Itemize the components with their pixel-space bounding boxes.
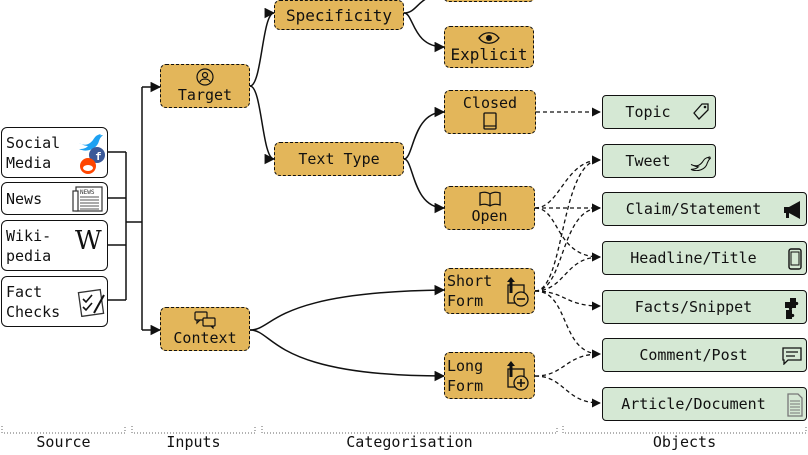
category-open-label: Open <box>471 207 508 225</box>
category-short-form[interactable]: Short Form <box>444 268 535 314</box>
closed-book-icon <box>483 112 497 130</box>
category-explicit-label: Explicit <box>450 44 528 64</box>
object-tweet-label: Tweet <box>625 152 671 170</box>
section-inputs: Inputs <box>166 433 221 451</box>
shorten-icon <box>507 277 529 307</box>
open-book-icon <box>478 191 501 207</box>
checklist-icon <box>77 288 105 317</box>
category-partial-top <box>443 0 535 2</box>
eye-icon <box>478 31 500 44</box>
source-news-label: News <box>6 189 43 208</box>
puzzle-icon <box>785 298 799 319</box>
section-categorisation: Categorisation <box>346 433 473 451</box>
section-source: Source <box>36 433 91 451</box>
wikipedia-icon: W <box>75 226 102 256</box>
input-context-label: Context <box>173 329 237 347</box>
object-facts-snippet-label: Facts/Snippet <box>634 298 753 316</box>
object-tweet[interactable]: Tweet <box>602 144 716 178</box>
arrow-specificity-up <box>403 0 426 14</box>
source-news[interactable]: News NEWS <box>1 182 108 215</box>
section-objects: Objects <box>652 433 717 451</box>
source-fact-checks[interactable]: Fact Checks <box>1 276 108 327</box>
category-closed[interactable]: Closed <box>444 90 536 134</box>
twitter-icon <box>690 156 711 171</box>
object-headline-title[interactable]: Headline/Title <box>602 241 807 275</box>
arrow-target-texttype <box>249 85 276 165</box>
category-closed-label: Closed <box>462 94 518 112</box>
arrow-target-specificity <box>249 7 276 87</box>
object-topic[interactable]: Topic <box>602 95 716 129</box>
lengthen-icon <box>507 361 529 391</box>
facebook-icon <box>89 147 105 163</box>
input-context[interactable]: Context <box>160 307 250 351</box>
dashed-object-links <box>534 107 601 408</box>
category-short-form-label: Short Form <box>447 272 493 310</box>
input-target[interactable]: Target <box>160 64 250 108</box>
category-long-form-label: Long Form <box>447 356 484 395</box>
section-brackets <box>1 426 807 434</box>
source-social-media[interactable]: Social Media f <box>1 127 108 178</box>
newspaper-icon: NEWS <box>72 186 103 212</box>
source-social-media-label: Social Media <box>6 133 61 172</box>
arrow-context-long <box>249 329 446 382</box>
arrow-specificity-explicit <box>403 12 446 53</box>
object-claim-statement[interactable]: Claim/Statement <box>602 192 807 226</box>
object-comment-post-label: Comment/Post <box>639 346 748 364</box>
twitter-icon <box>79 134 103 151</box>
svg-text:NEWS: NEWS <box>80 189 95 196</box>
megaphone-icon <box>784 201 800 219</box>
object-comment-post[interactable]: Comment/Post <box>602 338 807 372</box>
object-claim-statement-label: Claim/Statement <box>625 200 762 218</box>
input-target-label: Target <box>177 86 233 104</box>
arrow-texttype-closed <box>403 106 446 160</box>
object-topic-label: Topic <box>625 103 671 121</box>
category-specificity[interactable]: Specificity <box>274 0 404 30</box>
source-connectors <box>108 87 143 330</box>
phone-icon <box>788 248 802 270</box>
arrow-context-short <box>249 284 446 331</box>
category-text-type[interactable]: Text Type <box>274 142 404 176</box>
arrow-texttype-open <box>403 158 446 214</box>
svg-text:f: f <box>95 150 102 163</box>
category-specificity-label: Specificity <box>286 5 392 25</box>
source-fact-checks-label: Fact Checks <box>6 282 61 321</box>
category-text-type-label: Text Type <box>298 150 380 168</box>
category-open[interactable]: Open <box>444 186 535 230</box>
tag-icon <box>693 103 709 120</box>
category-long-form[interactable]: Long Form <box>444 352 535 399</box>
source-wikipedia-label: Wiki- pedia <box>6 226 52 265</box>
object-facts-snippet[interactable]: Facts/Snippet <box>602 290 807 324</box>
object-headline-title-label: Headline/Title <box>630 249 757 267</box>
source-wikipedia[interactable]: Wiki- pedia W <box>1 220 108 271</box>
object-article-document-label: Article/Document <box>621 395 766 413</box>
person-target-icon <box>196 68 214 86</box>
social-media-icons: f <box>79 134 105 174</box>
document-icon <box>787 393 803 417</box>
chat-bubbles-icon <box>194 311 216 329</box>
object-article-document[interactable]: Article/Document <box>602 387 807 421</box>
category-explicit[interactable]: Explicit <box>444 26 534 68</box>
comment-icon <box>782 347 802 365</box>
